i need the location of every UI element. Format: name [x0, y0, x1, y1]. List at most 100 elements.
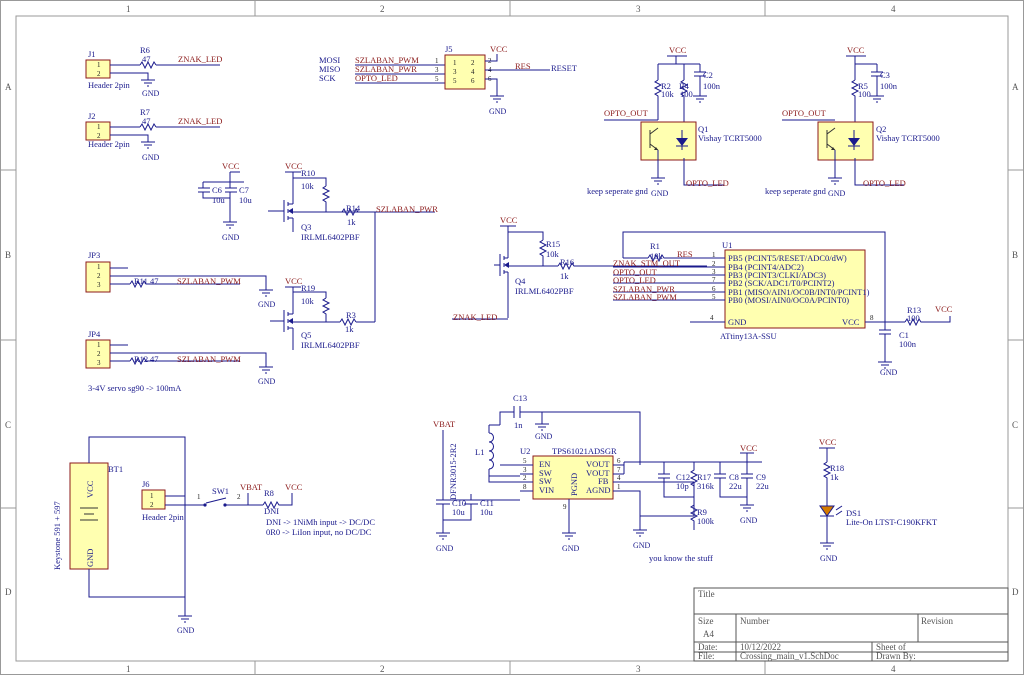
q4-value: IRLML6402PBF [515, 286, 574, 296]
battery-group: VCC GND BT1 Keystone 591 + 597 GND [52, 436, 195, 635]
gnd-label: GND [258, 300, 276, 309]
svg-text:1: 1 [435, 57, 439, 65]
ds1-led[interactable] [819, 505, 835, 517]
q1-tcrt5000[interactable] [640, 121, 697, 161]
j5-header[interactable] [444, 54, 486, 90]
svg-text:8: 8 [523, 483, 527, 491]
c8-value: 22u [729, 481, 743, 491]
svg-text:3: 3 [523, 466, 527, 474]
c1-value: 100n [899, 339, 917, 349]
net-opto-led: OPTO_LED [355, 73, 398, 83]
svg-text:1: 1 [150, 492, 154, 500]
r5-value: 100 [858, 89, 871, 99]
date-value: 10/12/2022 [740, 642, 781, 652]
jp4-header[interactable] [85, 339, 111, 369]
svg-text:4: 4 [617, 474, 621, 482]
net-res: RES [677, 249, 693, 259]
net-opto-led: OPTO_LED [686, 178, 729, 188]
r7-value: 47 [142, 116, 151, 126]
svg-text:1: 1 [453, 59, 457, 67]
note-r0: 0R0 -> LiIon input, no DC/DC [266, 527, 372, 537]
c10-value: 10u [452, 507, 466, 517]
miso-label: MISO [319, 64, 340, 74]
u2-tps61021[interactable] [532, 455, 614, 500]
r6-ref: R6 [140, 45, 150, 55]
r12-ref: R12 [134, 354, 148, 364]
q1-ref: Q1 [698, 124, 708, 134]
r16-value: 1k [560, 271, 569, 281]
bt1-battery[interactable] [69, 462, 109, 570]
u2-ref: U2 [520, 446, 530, 456]
revision-label: Revision [921, 616, 954, 626]
q1-value: Vishay TCRT5000 [698, 133, 762, 143]
svg-text:2: 2 [237, 493, 241, 501]
j6-header[interactable] [141, 489, 166, 510]
q3-ref: Q3 [301, 222, 311, 232]
net-opto-out: OPTO_OUT [613, 267, 658, 277]
u1-pin-pb4: PB4 (PCINT4/ADC2) [728, 262, 804, 272]
vcc-label: VCC [935, 304, 953, 314]
q2-value: Vishay TCRT5000 [876, 133, 940, 143]
u1-attiny13a[interactable] [724, 249, 866, 329]
c11-value: 10u [480, 507, 494, 517]
vcc-label: VCC [500, 215, 518, 225]
r19-ref: R19 [301, 283, 315, 293]
q3-value: IRLML6402PBF [301, 232, 360, 242]
u2-pin-agnd: AGND [586, 485, 611, 495]
q5-mosfet-group: VCC R19 10k R3 1k Q5 IRLML6402PBF [270, 276, 360, 350]
gnd-label: GND [651, 189, 669, 198]
u1-pin-pb0: PB0 (MOSI/AIN0/OC0A/PCINT0) [728, 295, 849, 305]
r15-ref: R15 [546, 239, 560, 249]
net-res: RES [515, 61, 531, 71]
r13-value: 100 [907, 313, 920, 323]
file-label: File: [698, 651, 715, 661]
u1-pin-pb1: PB1 (MISO/AIN1/OC0B/INT0/PCINT1) [728, 287, 870, 297]
j1-value: Header 2pin [88, 80, 131, 90]
date-label: Date: [698, 642, 718, 652]
col-label: 1 [126, 4, 131, 14]
c1-ref: C1 [899, 330, 909, 340]
net-szlaban-pwm: SZLABAN_PWM [355, 55, 419, 65]
l1-ref: L1 [475, 447, 484, 457]
q2-opto-group: VCC C3 100n R5 100 Q2 Vishay TCRT5000 OP… [765, 45, 940, 198]
note-servo: 3-4V servo sg90 -> 100mA [88, 383, 182, 393]
bt1-vcc-pin: VCC [85, 480, 95, 498]
j6-value: Header 2pin [142, 512, 185, 522]
u1-pin-num: 4 [710, 314, 714, 322]
u2-pin-en: EN [539, 459, 550, 469]
r15-value: 10k [546, 249, 560, 259]
gnd-label: GND [222, 233, 240, 242]
q5-ref: Q5 [301, 330, 311, 340]
net-znak-stm-out: ZNAK_STM_OUT [613, 258, 681, 268]
j5-ref: J5 [445, 44, 453, 54]
j1-header[interactable] [85, 59, 111, 79]
r17-ref: R17 [697, 472, 711, 482]
c2-value: 100n [703, 81, 721, 91]
j2-ref: J2 [88, 111, 96, 121]
svg-text:6: 6 [617, 457, 621, 465]
q2-tcrt5000[interactable] [817, 121, 874, 161]
u2-pin-vout1: VOUT [586, 459, 610, 469]
vcc-label: VCC [285, 482, 303, 492]
u1-pin-num: 5 [712, 293, 716, 301]
c13-ref: C13 [513, 393, 527, 403]
u1-value: ATtiny13A-SSU [720, 331, 777, 341]
vcc-label: VCC [847, 45, 865, 55]
u1-pin-gnd: GND [728, 317, 746, 327]
net-znak-led: ZNAK_LED [453, 312, 497, 322]
gnd-label: GND [633, 541, 651, 550]
r11-ref: R11 [134, 276, 148, 286]
col-label: 2 [380, 664, 385, 674]
j2-header[interactable] [85, 121, 111, 141]
gnd-label: GND [828, 189, 846, 198]
gnd-label: GND [740, 516, 758, 525]
jp3-header[interactable] [85, 261, 111, 293]
u1-pin-num: 3 [712, 268, 716, 276]
j1-header-group: 12 J1 Header 2pin R6 47 ZNAK_LED GND [85, 45, 222, 98]
svg-text:1: 1 [97, 341, 101, 349]
file-value: Crossing_main_v1.SchDoc [740, 651, 839, 661]
u1-pin-pb3: PB3 (PCINT3/CLKI/ADC3) [728, 270, 826, 280]
